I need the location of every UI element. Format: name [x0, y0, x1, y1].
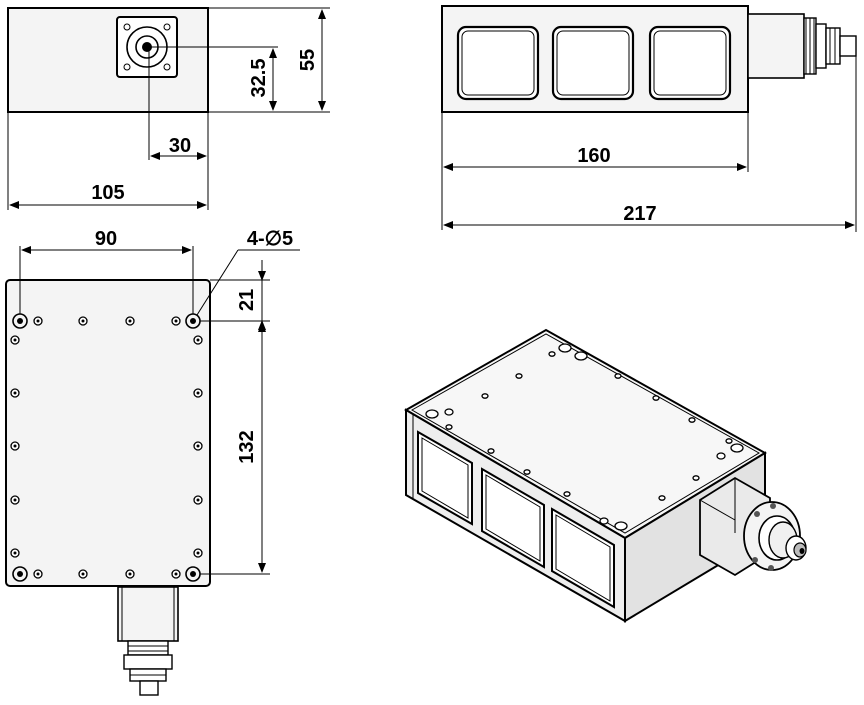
- dim-30-label: 30: [169, 135, 191, 157]
- iso-view: [404, 328, 807, 623]
- screw-centres: [13, 319, 200, 576]
- side-view: 160 217: [441, 5, 857, 232]
- dim-90-label: 90: [95, 228, 117, 250]
- side-connector: [747, 13, 857, 79]
- top-body: [5, 279, 211, 587]
- iso-top-holes: [425, 343, 744, 531]
- dim-55-label: 55: [297, 49, 319, 71]
- dim-105-label: 105: [91, 182, 124, 204]
- top-connector: [117, 586, 179, 696]
- dim-160-label: 160: [577, 145, 610, 167]
- front-view: 32.5 55 30 105: [7, 7, 330, 210]
- dim-217-label: 217: [623, 203, 656, 225]
- dim-132-label: 132: [236, 430, 258, 463]
- dim-21-label: 21: [236, 289, 258, 311]
- dim-32-5-label: 32.5: [248, 59, 270, 98]
- holes-callout-label: 4-∅5: [247, 228, 293, 250]
- mounting-holes: [12, 313, 201, 582]
- top-view: 90 4-∅5 21 132: [5, 228, 300, 696]
- iso-connector: [699, 476, 807, 577]
